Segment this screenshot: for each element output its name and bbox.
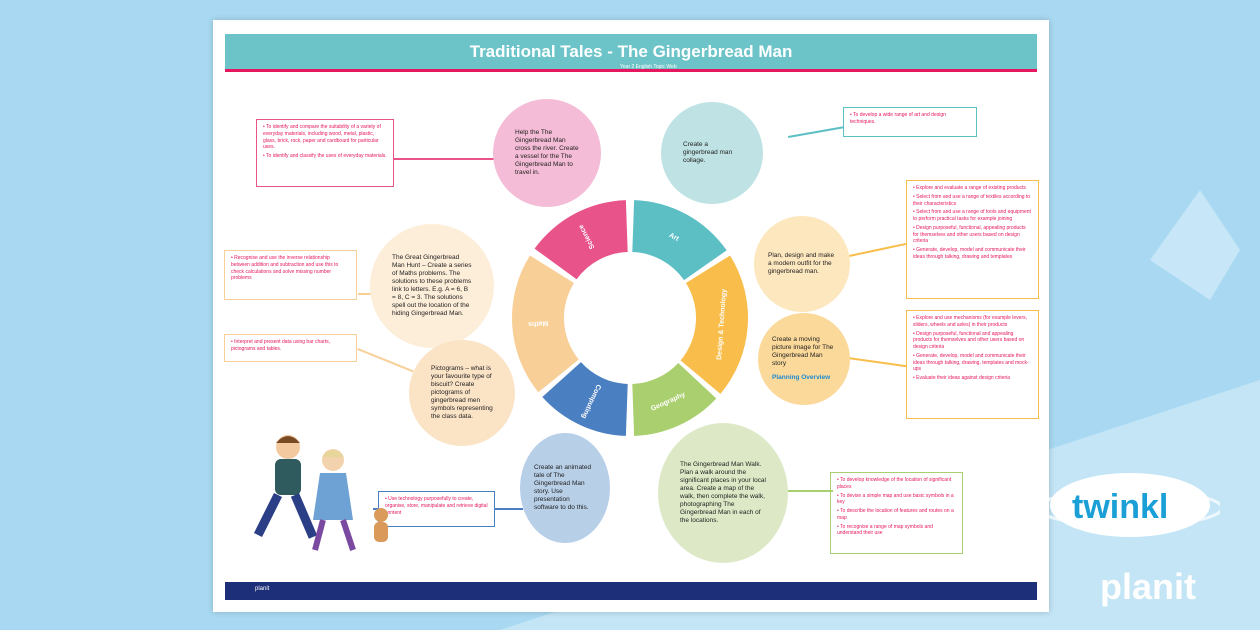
- subject-segment-geography: [632, 363, 717, 436]
- subject-segment-art: [632, 200, 727, 281]
- objectives-maths2: • Interpret and present data using bar c…: [224, 334, 357, 362]
- objectives-geography: • To develop knowledge of the location o…: [830, 472, 963, 554]
- objective-item: • Explore and evaluate a range of existi…: [913, 185, 1026, 191]
- activity-text: Create an animated tale of The Gingerbre…: [534, 463, 592, 512]
- activity-text: Pictograms – what is your favourite type…: [431, 364, 493, 421]
- subject-segment-computing: [542, 362, 628, 436]
- objective-item: • Select from and use a range of textile…: [913, 193, 1031, 207]
- objective-item: • To recognise a range of map symbols an…: [837, 523, 933, 537]
- objectives-art: • To develop a wide range of art and des…: [843, 107, 977, 137]
- activity-text: The Gingerbread Man Walk. Plan a walk ar…: [680, 460, 766, 525]
- activity-text: Create a moving picture image for The Gi…: [772, 335, 834, 368]
- objectives-science: • To identify and compare the suitabilit…: [256, 119, 394, 187]
- objective-item: • Design purposeful, functional and appe…: [913, 330, 1025, 351]
- subject-label: Design & Technology: [716, 289, 728, 360]
- activity-geography: The Gingerbread Man Walk. Plan a walk ar…: [658, 423, 788, 563]
- activity-maths1: The Great Gingerbread Man Hunt – Create …: [370, 224, 494, 348]
- connector-maths1: [358, 293, 378, 295]
- activity-computing: Create an animated tale of The Gingerbre…: [520, 433, 610, 543]
- objective-item: • To devise a simple map and use basic s…: [837, 492, 954, 506]
- objective-item: • To develop knowledge of the location o…: [837, 477, 952, 490]
- objective-item: • To develop a wide range of art and des…: [850, 112, 946, 125]
- activity-art: Create a gingerbread man collage.: [661, 102, 763, 204]
- objective-item: • Interpret and present data using bar c…: [231, 339, 331, 352]
- activity-dt1: Plan, design and make a modern outfit fo…: [754, 216, 850, 312]
- objective-item: • Recognise and use the inverse relation…: [231, 255, 339, 282]
- objective-item: • Select from and use a range of tools a…: [913, 209, 1031, 222]
- objective-item: • To identify and classify the uses of e…: [263, 153, 387, 159]
- logo-sub: planit: [1100, 566, 1196, 607]
- header-banner: Traditional Tales - The Gingerbread Man …: [225, 34, 1037, 72]
- objective-item: • Generate, develop, model and communica…: [913, 352, 1029, 373]
- objective-item: • To describe the location of features a…: [837, 508, 954, 521]
- footer-brand: planit: [255, 586, 270, 592]
- children-illustration: [253, 435, 388, 551]
- subject-segment-design-technology: [680, 255, 748, 394]
- connector-science: [393, 158, 497, 160]
- objective-item: • To identify and compare the suitabilit…: [263, 124, 381, 151]
- twinkl-planit-logo: twinkl planit: [1040, 470, 1220, 607]
- page-subtitle: Year 2 English Topic Web: [620, 64, 677, 70]
- objective-item: • Explore and use mechanisms (for exampl…: [913, 315, 1028, 328]
- cloud-icon: [1040, 473, 1220, 537]
- activity-dt2: Create a moving picture image for The Gi…: [758, 313, 850, 405]
- footer-bar: planit: [225, 582, 1037, 600]
- activity-text: The Great Gingerbread Man Hunt – Create …: [392, 253, 472, 318]
- planning-overview-document: Traditional Tales - The Gingerbread Man …: [213, 20, 1049, 612]
- activity-science: Help the The Gingerbread Man cross the r…: [493, 99, 601, 207]
- subject-label: Art: [668, 232, 681, 243]
- objective-item: • Use technology purposefully to create,…: [385, 496, 488, 516]
- objective-item: • Design purposeful, functional, appeali…: [913, 224, 1026, 245]
- objectives-dt2: • Explore and use mechanisms (for exampl…: [906, 310, 1039, 419]
- objectives-maths1: • Recognise and use the inverse relation…: [224, 250, 357, 300]
- objectives-dt1: • Explore and evaluate a range of existi…: [906, 180, 1039, 299]
- page-title: Traditional Tales - The Gingerbread Man: [469, 42, 793, 61]
- planning-overview-link[interactable]: Planning Overview: [772, 374, 831, 382]
- connector-geography: [788, 490, 833, 492]
- subject-segment-science: [534, 200, 628, 280]
- activity-text: Plan, design and make a modern outfit fo…: [768, 251, 835, 276]
- subject-segment-maths: [512, 255, 579, 393]
- logo-word: twinkl: [1072, 488, 1169, 526]
- activity-text: Help the The Gingerbread Man cross the r…: [515, 128, 579, 177]
- objectives-computing: • Use technology purposefully to create,…: [378, 491, 495, 527]
- activity-text: Create a gingerbread man collage.: [683, 140, 733, 165]
- objective-item: • Evaluate their ideas against design cr…: [913, 375, 1011, 381]
- subject-label: Maths: [528, 319, 549, 327]
- objective-item: • Generate, develop, model and communica…: [913, 247, 1026, 260]
- activity-maths2: Pictograms – what is your favourite type…: [409, 340, 515, 446]
